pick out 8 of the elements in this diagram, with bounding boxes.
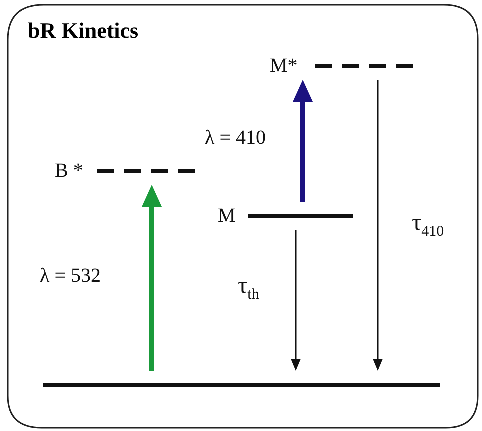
- level-label: B *: [55, 159, 84, 184]
- arrow: [293, 80, 313, 202]
- arrow: [291, 230, 301, 371]
- arrow: [142, 185, 162, 371]
- level-label: M: [218, 204, 236, 229]
- arrow: [373, 80, 383, 371]
- level-label: M*: [270, 54, 298, 79]
- diagram-title: bR Kinetics: [28, 18, 139, 44]
